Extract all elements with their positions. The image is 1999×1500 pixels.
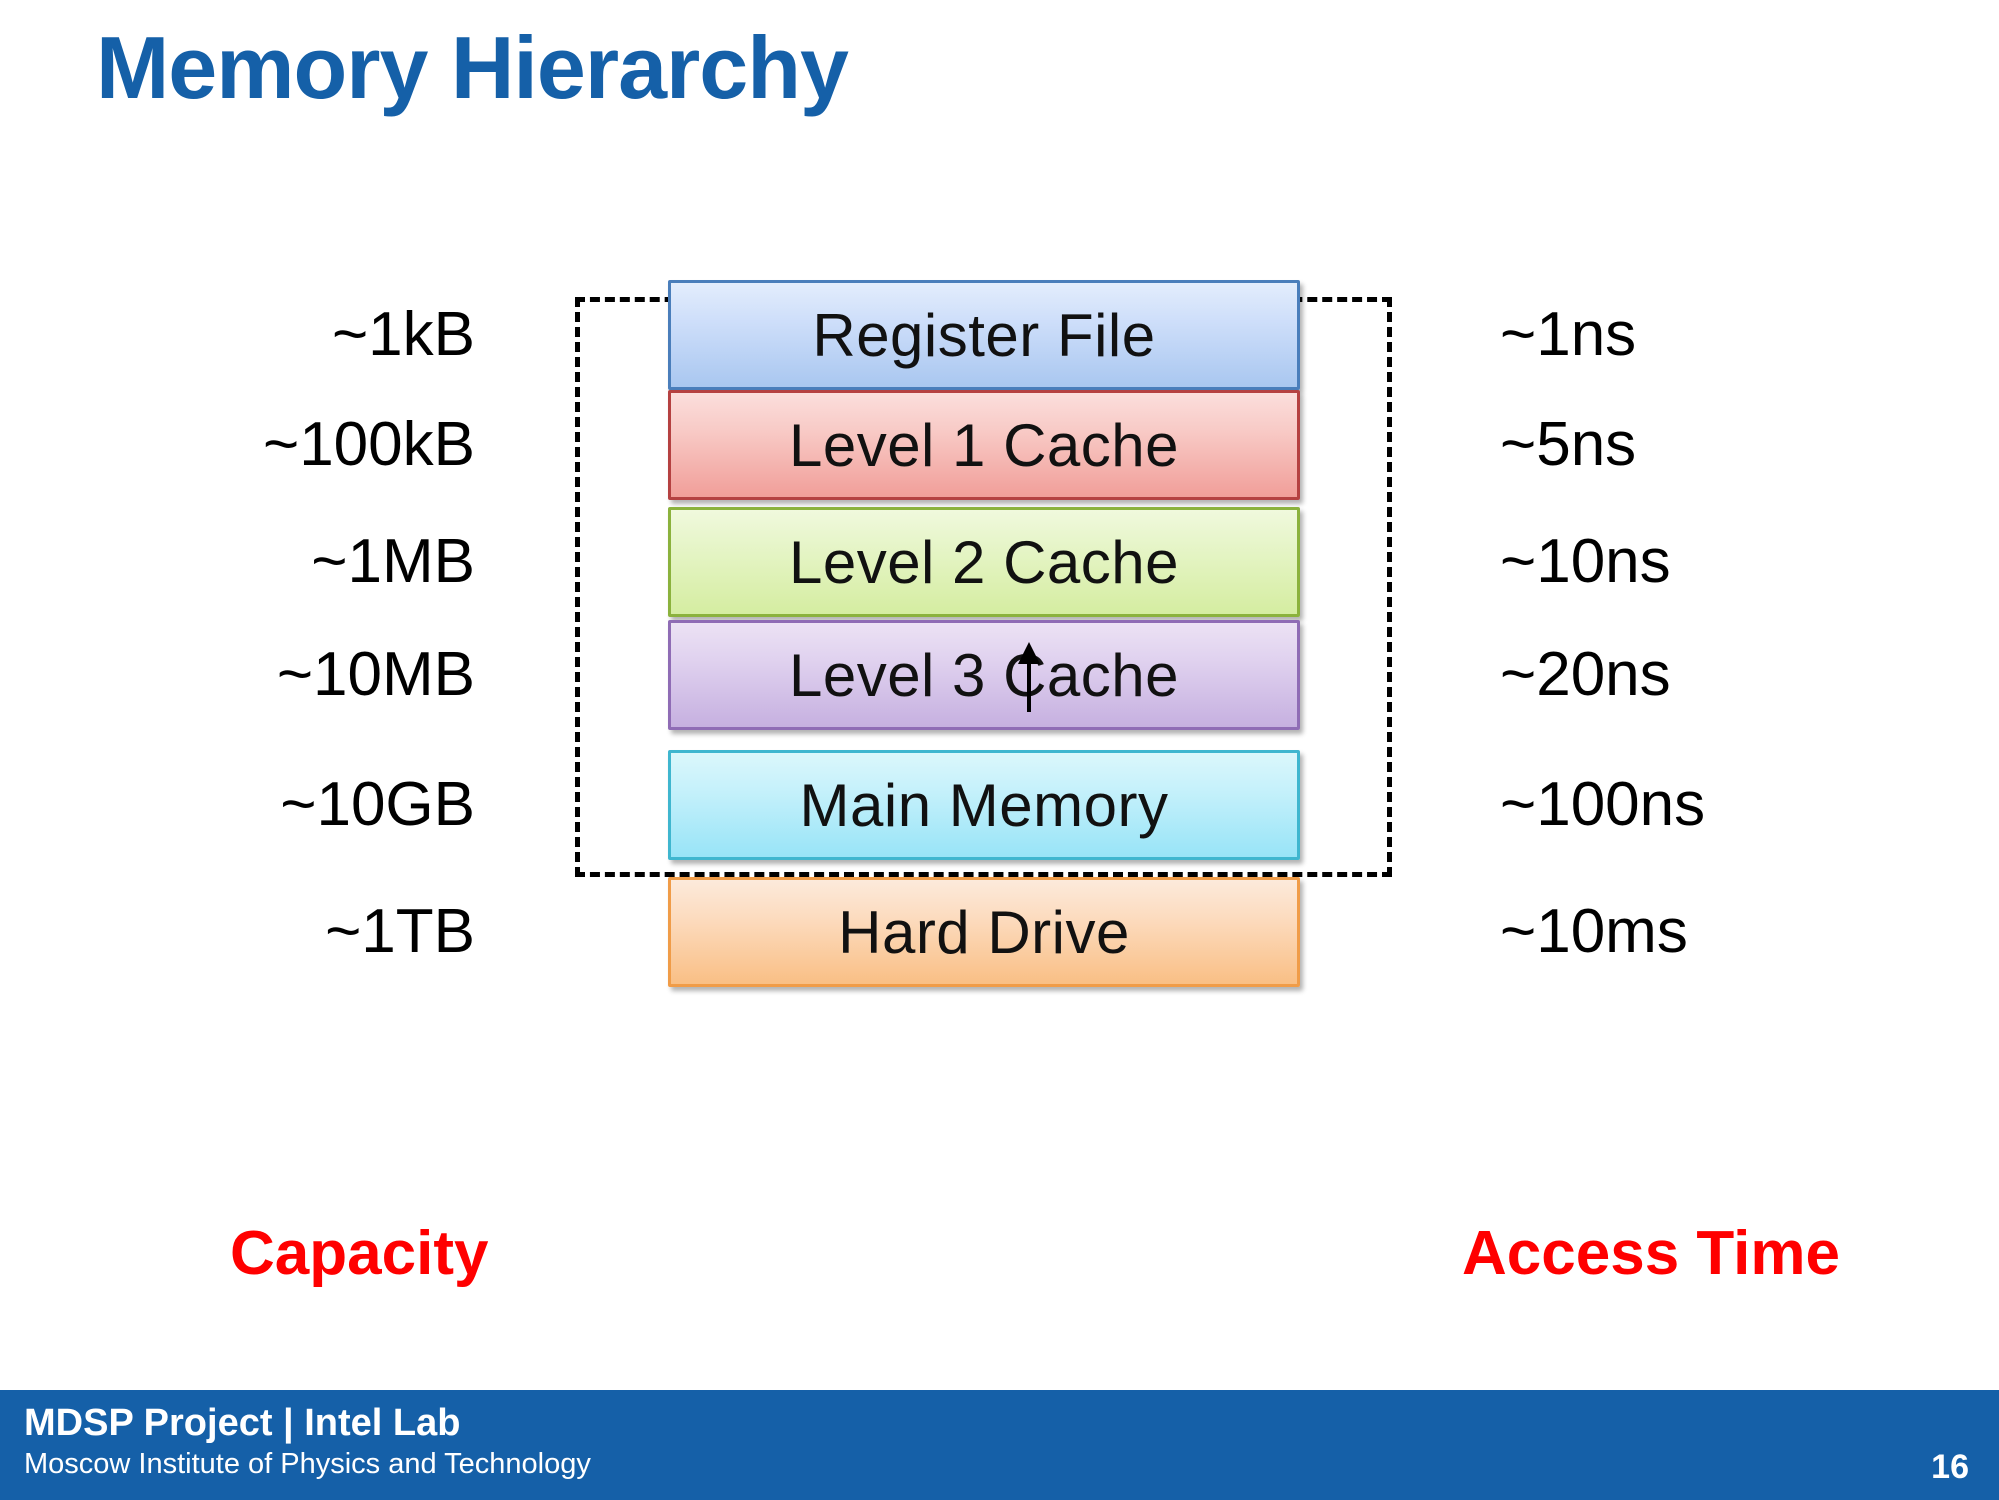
hierarchy-row: ~100kB Level 1 Cache ~5ns (0, 390, 1999, 500)
capacity-value: ~10GB (280, 770, 475, 839)
page-number: 16 (1931, 1448, 1969, 1486)
capacity-value: ~10MB (276, 640, 475, 709)
hierarchy-row: ~1MB Level 2 Cache ~10ns (0, 507, 1999, 617)
memory-box-level-2-cache[interactable]: Level 2 Cache (668, 507, 1300, 617)
memory-box-label: Level 2 Cache (788, 528, 1180, 596)
access-time-axis-caption: Access Time (1462, 1219, 1840, 1288)
hierarchy-row: ~1TB Hard Drive ~10ms (0, 877, 1999, 987)
capacity-value: ~1MB (311, 527, 475, 596)
memory-box-label: Level 1 Cache (788, 411, 1180, 479)
access-time-value: ~10ns (1500, 527, 1671, 596)
capacity-value: ~1kB (331, 300, 475, 369)
access-time-value: ~100ns (1500, 770, 1706, 839)
capacity-axis-caption: Capacity (230, 1219, 489, 1288)
memory-box-hard-drive[interactable]: Hard Drive (668, 877, 1300, 987)
slide-footer: MDSP Project | Intel Lab Moscow Institut… (0, 1390, 1999, 1500)
access-time-value: ~10ms (1500, 897, 1688, 966)
memory-box-label: Hard Drive (838, 898, 1130, 966)
memory-box-register-file[interactable]: Register File (668, 280, 1300, 390)
memory-hierarchy-diagram: ~1kB Register File ~1ns ~100kB Level 1 C… (0, 280, 1999, 1340)
page-title: Memory Hierarchy (96, 18, 849, 117)
hierarchy-row: ~10GB Main Memory ~100ns (0, 750, 1999, 860)
capacity-value: ~100kB (262, 410, 475, 479)
hierarchy-row: ~10MB Level 3 Cache ~20ns (0, 620, 1999, 730)
memory-box-level-1-cache[interactable]: Level 1 Cache (668, 390, 1300, 500)
capacity-value: ~1TB (325, 897, 475, 966)
access-time-value: ~5ns (1500, 410, 1637, 479)
access-time-value: ~1ns (1500, 300, 1637, 369)
footer-institute: Moscow Institute of Physics and Technolo… (24, 1448, 591, 1480)
memory-box-label: Main Memory (799, 771, 1169, 839)
access-time-value: ~20ns (1500, 640, 1671, 709)
memory-box-label: Register File (812, 301, 1156, 369)
memory-box-main-memory[interactable]: Main Memory (668, 750, 1300, 860)
hierarchy-row: ~1kB Register File ~1ns (0, 280, 1999, 390)
memory-box-label: Level 3 Cache (788, 641, 1180, 709)
memory-box-level-3-cache[interactable]: Level 3 Cache (668, 620, 1300, 730)
footer-organization: MDSP Project | Intel Lab (24, 1402, 461, 1444)
